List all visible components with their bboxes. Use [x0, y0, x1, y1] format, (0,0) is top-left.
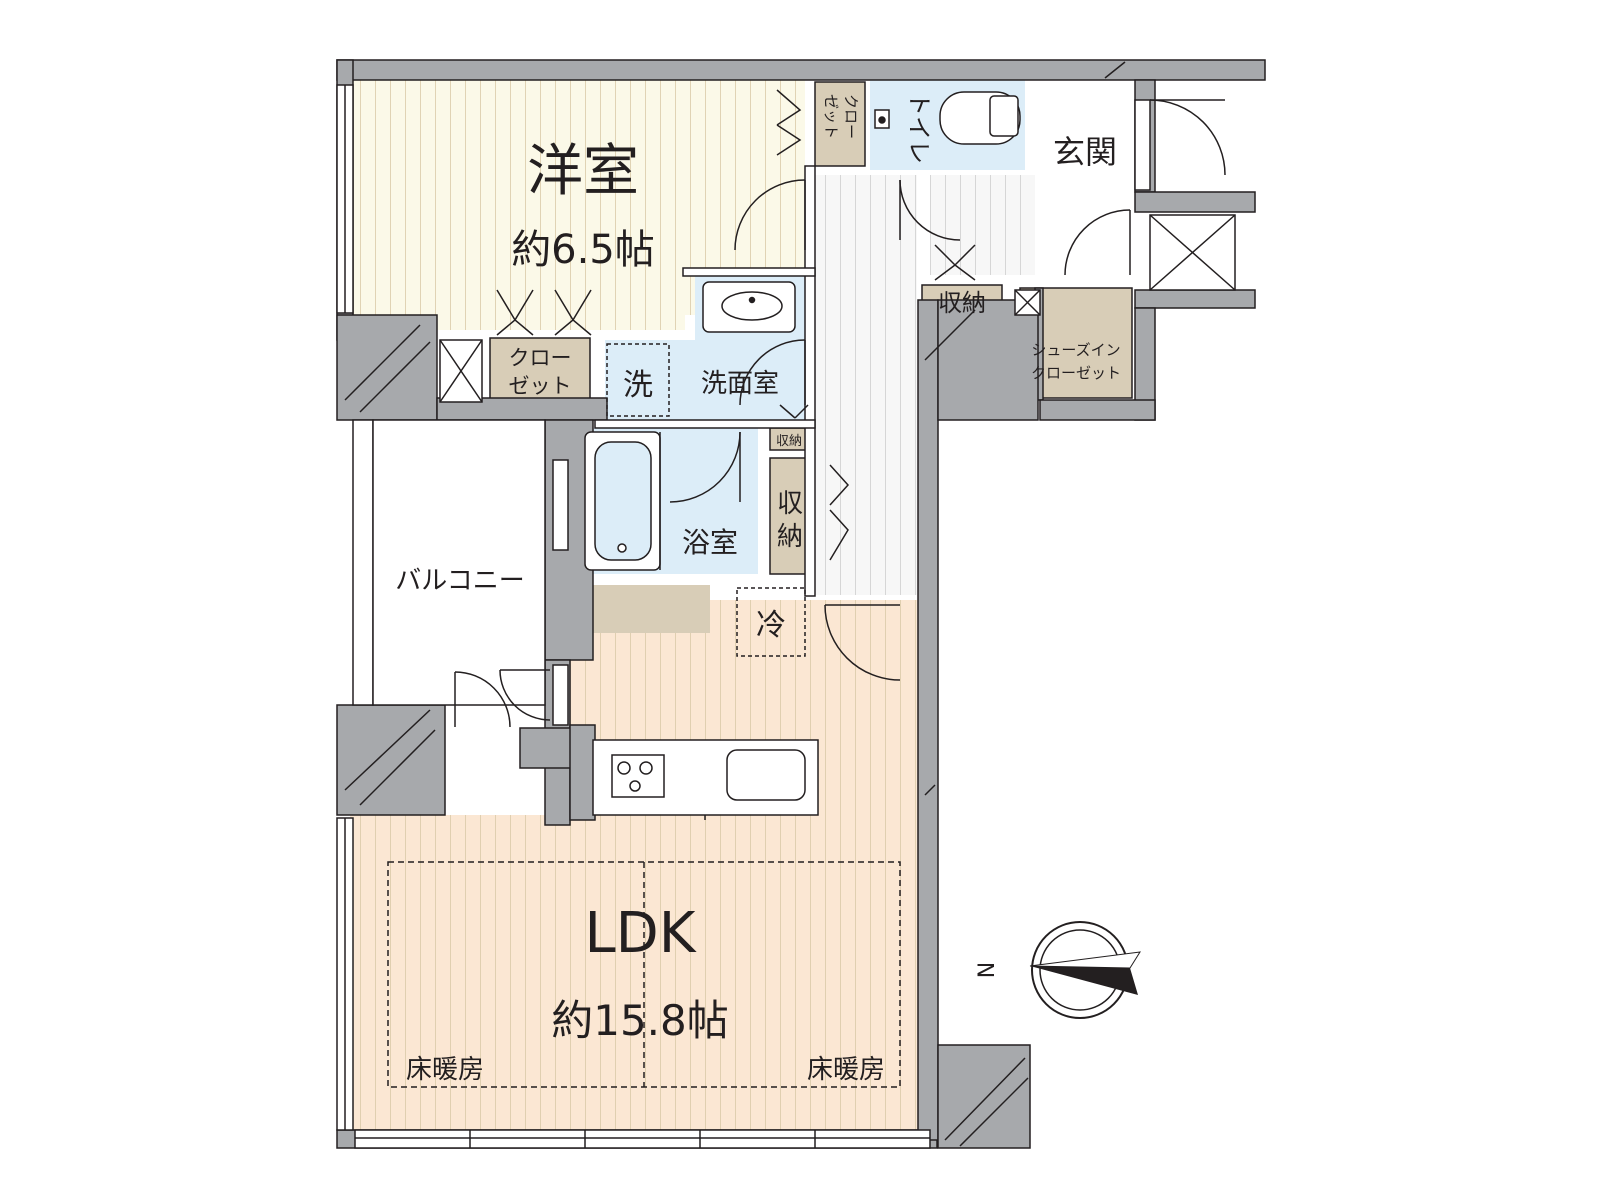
washer-label: 洗	[623, 368, 653, 403]
closet-small-label-col2: クロー	[842, 94, 860, 139]
fixtures	[387, 91, 1236, 1088]
fridge-label: 冷	[756, 608, 786, 643]
floor-heating-right-label: 床暖房	[807, 1055, 885, 1085]
shoe-closet-label-2: クローゼット	[1031, 364, 1121, 382]
closet-bedroom-label-bottom: ゼット	[509, 374, 572, 398]
doors	[454, 89, 1226, 728]
storage-hall	[769, 457, 811, 575]
storage-hall-label-2: 納	[777, 522, 803, 552]
entrance-label: 玄関	[1053, 133, 1117, 171]
room-labels: 洋室 約6.5帖 LDK 約15.8帖 床暖房 床暖房 クロー ゼット ゼット …	[395, 92, 1121, 1085]
closet-bedroom	[489, 337, 591, 403]
western-room-size: 約6.5帖	[511, 227, 655, 273]
closet-small	[814, 81, 866, 167]
balcony-label: バルコニー	[395, 566, 524, 596]
compass: N	[975, 921, 1141, 1019]
bathroom-label: 浴室	[682, 526, 738, 559]
floor-heating-left-label: 床暖房	[406, 1055, 484, 1085]
kitchen-shelf	[592, 585, 710, 633]
fridge-space	[736, 587, 806, 657]
ldk-name: LDK	[584, 901, 696, 966]
compass-north-label: N	[975, 962, 1000, 978]
kitchen-sink	[726, 749, 806, 801]
ldk-size: 約15.8帖	[551, 996, 729, 1045]
entrance-floor	[1035, 80, 1135, 290]
shoe-closet-label-1: シューズイン	[1031, 341, 1120, 359]
storage-small-label: 収納	[776, 434, 802, 449]
storage-hall-label-1: 収	[777, 489, 803, 519]
washroom-label: 洗面室	[701, 369, 779, 399]
closet-bedroom-label-top: クロー	[509, 346, 572, 370]
wall-hatching	[344, 61, 1126, 1147]
windows	[336, 84, 1151, 1149]
closet-small-label-col1: ゼット	[822, 94, 840, 139]
toilet-label: トイレ	[905, 92, 933, 164]
washer-space	[606, 343, 670, 417]
balcony	[372, 419, 546, 706]
western-room-name: 洋室	[527, 139, 639, 204]
storage-entrance-label: 収納	[938, 289, 986, 317]
